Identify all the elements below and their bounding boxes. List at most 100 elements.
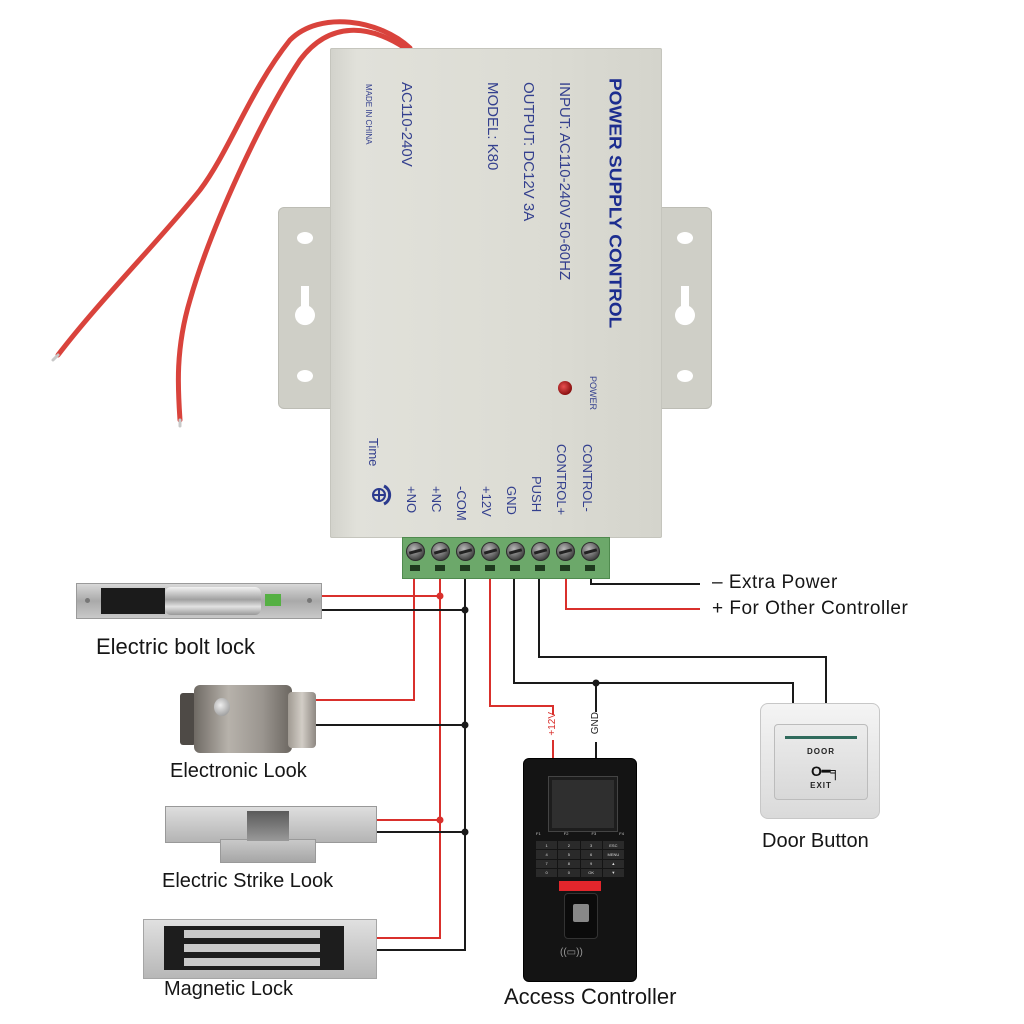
magnetic-lock-label: Magnetic Lock <box>164 978 293 1000</box>
electric-strike-lip <box>220 839 316 863</box>
controller-keypad: 1 2 3 ESC 4 5 6 MENU 7 8 9 ▲ 0 0 OK ▼ <box>536 841 624 877</box>
controller-screen <box>548 776 618 832</box>
lock-wiring <box>316 575 466 951</box>
terminal-label-12v: +12V <box>479 486 494 517</box>
junction-dot <box>461 721 469 729</box>
electric-strike-lock-label: Electric Strike Look <box>162 870 334 892</box>
door-button-stripe <box>785 736 857 739</box>
electric-bolt-lock-image <box>76 583 322 619</box>
electronic-lock-image <box>194 685 292 753</box>
keypad-key[interactable]: ESC <box>602 841 624 850</box>
keypad-key[interactable]: 8 <box>558 859 580 868</box>
controller-status-bar <box>559 881 601 891</box>
terminal-label-com: -COM <box>454 486 469 521</box>
power-led-icon <box>558 381 572 395</box>
keypad-key[interactable]: ▲ <box>602 859 624 868</box>
terminal-block <box>402 537 610 579</box>
time-label: Time <box>366 438 381 467</box>
terminal-screw-12v[interactable] <box>481 542 500 561</box>
keyhole-slot <box>295 286 315 326</box>
junction-dots <box>436 592 600 836</box>
terminal-label-gnd: GND <box>504 486 519 515</box>
terminal-screw-control-plus[interactable] <box>556 542 575 561</box>
keypad-key[interactable]: 4 <box>536 850 558 859</box>
terminal-screw-no[interactable] <box>406 542 425 561</box>
keypad-key[interactable]: 0 <box>536 868 558 877</box>
junction-dot <box>436 592 444 600</box>
mount-hole <box>297 370 313 382</box>
keypad-key[interactable]: 9 <box>580 859 602 868</box>
door-exit-button-image[interactable]: DOOR O━╕ EXIT <box>760 703 880 819</box>
ac-wire-2 <box>175 27 408 423</box>
wire-gnd <box>513 575 794 703</box>
wire-12v <box>489 575 554 715</box>
terminal-screw-gnd[interactable] <box>506 542 525 561</box>
terminal-screw-push[interactable] <box>531 542 550 561</box>
terminal-label-push: PUSH <box>529 476 544 513</box>
terminal-label-control-minus: CONTROL- <box>580 444 595 512</box>
wire-tag-12v: +12V <box>547 712 558 736</box>
keypad-key[interactable]: OK <box>580 868 602 877</box>
terminal-label-control-plus: CONTROL+ <box>554 444 569 516</box>
mount-hole <box>677 370 693 382</box>
controller-fkeys: F1 F2 F3 F4 <box>536 831 624 839</box>
wire-control-plus <box>565 575 700 610</box>
power-led-label: POWER <box>588 376 598 411</box>
keypad-key[interactable]: 5 <box>558 850 580 859</box>
fkey[interactable]: F2 <box>563 831 569 836</box>
wire-push <box>538 575 827 703</box>
terminal-label-no: +NO <box>404 486 419 514</box>
door-button-text-top: DOOR <box>807 747 835 756</box>
magnetic-lock-image <box>143 919 377 979</box>
psu-model: MODEL: K80 <box>484 82 501 171</box>
electronic-lock-button <box>214 698 230 716</box>
electronic-lock-side <box>180 693 196 745</box>
electric-bolt-lock-label: Electric bolt lock <box>96 634 255 659</box>
keypad-key[interactable]: 3 <box>580 841 602 850</box>
fingerprint-sensor-icon[interactable] <box>564 893 598 939</box>
wire-tag-gnd: GND <box>590 712 601 735</box>
access-controller-image: F1 F2 F3 F4 1 2 3 ESC 4 5 6 MENU 7 8 9 ▲… <box>523 758 637 982</box>
access-controller-label: Access Controller <box>504 984 677 1009</box>
terminal-screw-nc[interactable] <box>431 542 450 561</box>
keypad-key[interactable]: 1 <box>536 841 558 850</box>
electric-strike-window <box>247 811 289 841</box>
wire-nc <box>375 575 441 939</box>
terminal-screw-control-minus[interactable] <box>581 542 600 561</box>
keypad-key[interactable]: 6 <box>580 850 602 859</box>
terminal-screw-com[interactable] <box>456 542 475 561</box>
ac-wire-1 <box>55 19 413 358</box>
key-icon: O━╕ <box>811 763 841 779</box>
keyhole-slot <box>675 286 695 326</box>
keypad-key[interactable]: 0 <box>558 868 580 877</box>
electronic-lock-bolt <box>288 692 316 748</box>
junction-dot <box>461 828 469 836</box>
psu-voltage: AC110-240V <box>398 82 415 167</box>
electronic-lock-label: Electronic Look <box>170 760 307 782</box>
terminal-label-nc: +NC <box>429 486 444 513</box>
mount-hole <box>677 232 693 244</box>
time-adjust-icon[interactable] <box>370 484 392 506</box>
junction-dot <box>436 816 444 824</box>
power-supply-unit <box>330 48 662 538</box>
fkey[interactable]: F4 <box>619 831 624 836</box>
wire-no <box>316 575 415 701</box>
rfid-icon: ((▭)) <box>560 947 583 958</box>
keypad-key[interactable]: ▼ <box>602 868 624 877</box>
fkey[interactable]: F3 <box>591 831 597 836</box>
psu-output-spec: OUTPUT: DC12V 3A <box>520 82 537 222</box>
keypad-key[interactable]: 7 <box>536 859 558 868</box>
psu-input-spec: INPUT: AC110-240V 50-60HZ <box>556 82 573 281</box>
junction-dot <box>461 606 469 614</box>
keypad-key[interactable]: MENU <box>602 850 624 859</box>
door-button-label: Door Button <box>762 830 869 852</box>
psu-title: POWER SUPPLY CONTROL <box>605 78 624 329</box>
mount-hole <box>297 232 313 244</box>
fkey[interactable]: F1 <box>536 831 541 836</box>
psu-origin: MADE IN CHINA <box>364 84 373 145</box>
wire-com <box>375 575 466 951</box>
mounting-bracket-left <box>278 207 334 409</box>
door-button-text-bottom: EXIT <box>810 781 832 790</box>
keypad-key[interactable]: 2 <box>558 841 580 850</box>
